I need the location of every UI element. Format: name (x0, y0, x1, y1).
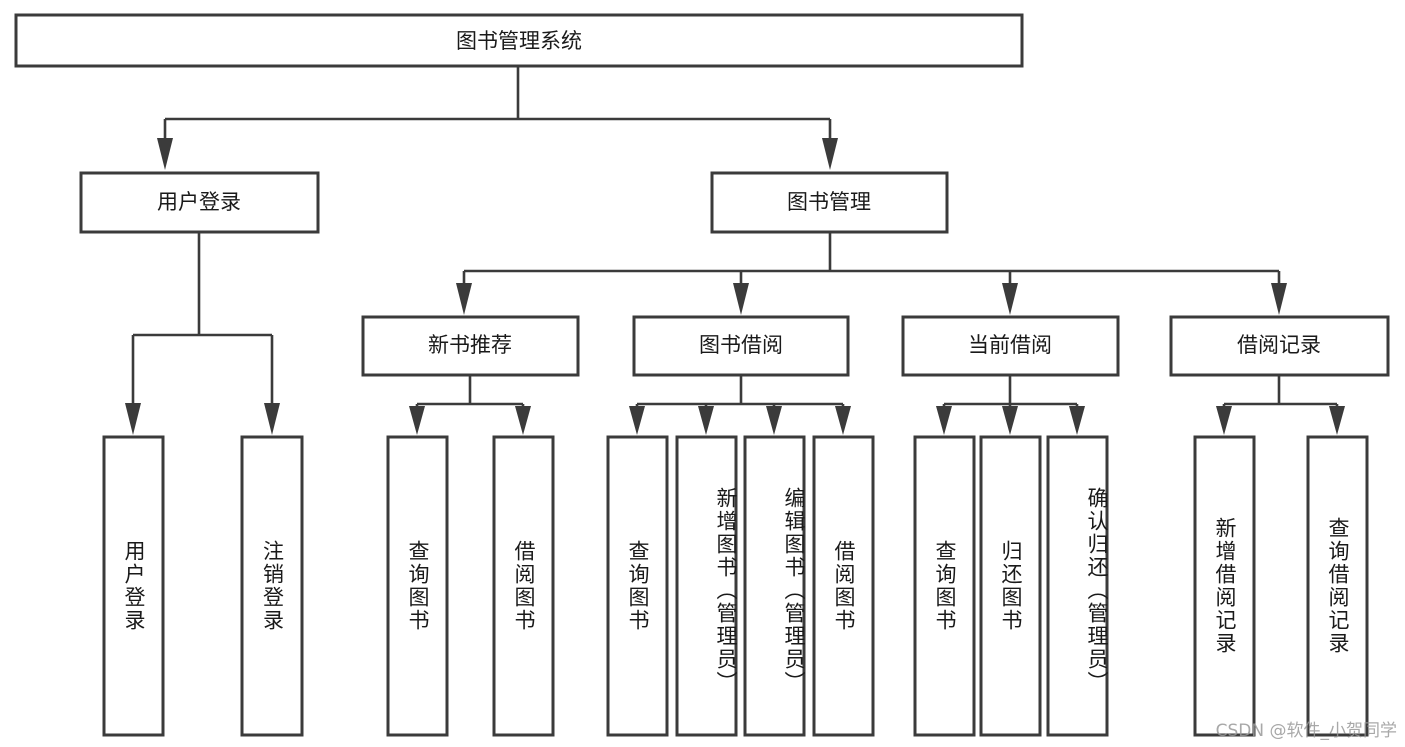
connector-current-borrow-to-leaves (936, 375, 1085, 435)
node-book-borrow[interactable]: 图书借阅 (632, 315, 850, 377)
node-current-borrow-label: 当前借阅 (968, 333, 1052, 357)
arrow-head-user-login (157, 138, 173, 170)
node-borrow-record-label: 借阅记录 (1237, 333, 1321, 357)
node-user-login-box[interactable] (79, 171, 320, 234)
arrow-head-leaf-return-book (1002, 406, 1018, 435)
arrow-head-leaf-query-book-2 (629, 406, 645, 435)
leaf-boxes (102, 435, 1369, 737)
node-new-book-recommend-box[interactable] (361, 315, 580, 377)
node-user-login[interactable]: 用户登录 (79, 171, 320, 234)
node-leaf-borrow-book-1-box[interactable] (492, 435, 555, 737)
node-leaf-query-book-1-box[interactable] (386, 435, 449, 737)
connector-user-login-to-leaves (125, 232, 280, 435)
arrow-head-leaf-query-book-1 (409, 406, 425, 435)
node-leaf-borrow-book-2-box[interactable] (812, 435, 875, 737)
arrow-head-borrow-record (1271, 283, 1287, 315)
csdn-watermark: CSDN @软件_小贺同学 (1215, 721, 1397, 741)
arrow-head-leaf-query-borrow-record (1329, 406, 1345, 435)
arrow-head-leaf-query-book-3 (936, 406, 952, 435)
node-book-management[interactable]: 图书管理 (710, 171, 949, 234)
node-root[interactable]: 图书管理系统 (14, 13, 1024, 68)
arrow-head-book-management (822, 138, 838, 170)
arrow-head-leaf-edit-book-admin (766, 406, 782, 435)
arrow-head-leaf-borrow-book-2 (835, 406, 851, 435)
node-borrow-record[interactable]: 借阅记录 (1169, 315, 1390, 377)
arrow-head-leaf-add-borrow-record (1216, 406, 1232, 435)
node-leaf-query-book-2-box[interactable] (606, 435, 669, 737)
node-book-management-label: 图书管理 (787, 190, 871, 214)
node-root-label: 图书管理系统 (456, 29, 582, 53)
node-root-box[interactable] (14, 13, 1024, 68)
arrow-head-leaf-borrow-book-1 (515, 406, 531, 435)
node-leaf-confirm-return-admin-box[interactable] (1046, 435, 1109, 737)
node-leaf-logout-login-box[interactable] (240, 435, 304, 737)
node-leaf-add-borrow-record-box[interactable] (1193, 435, 1256, 737)
arrow-head-current-borrow (1002, 283, 1018, 315)
node-leaf-add-book-admin-box[interactable] (675, 435, 738, 737)
arrow-head-new-book-recommend (456, 283, 472, 315)
node-book-management-box[interactable] (710, 171, 949, 234)
node-user-login-label: 用户登录 (157, 190, 241, 214)
node-new-book-recommend[interactable]: 新书推荐 (361, 315, 580, 377)
connector-new-book-recommend-to-leaves (409, 375, 531, 435)
node-current-borrow[interactable]: 当前借阅 (901, 315, 1120, 377)
arrow-head-leaf-add-book-admin (698, 406, 714, 435)
arrow-head-leaf-confirm-return-admin (1069, 406, 1085, 435)
node-leaf-user-login-box[interactable] (102, 435, 165, 737)
node-leaf-return-book-box[interactable] (979, 435, 1042, 737)
node-book-borrow-label: 图书借阅 (699, 333, 783, 357)
arrow-head-leaf-logout-login (264, 403, 280, 435)
connector-book-borrow-to-leaves (629, 375, 851, 435)
node-leaf-query-book-3-box[interactable] (913, 435, 976, 737)
node-new-book-recommend-label: 新书推荐 (428, 333, 512, 357)
node-leaf-edit-book-admin-box[interactable] (743, 435, 806, 737)
connector-borrow-record-to-leaves (1216, 375, 1345, 435)
node-current-borrow-box[interactable] (901, 315, 1120, 377)
arrow-head-leaf-user-login (125, 403, 141, 435)
connector-book-management-to-level3 (456, 232, 1287, 315)
node-leaf-query-borrow-record-box[interactable] (1306, 435, 1369, 737)
arrow-head-book-borrow (733, 283, 749, 315)
node-borrow-record-box[interactable] (1169, 315, 1390, 377)
connector-root-to-level2 (157, 66, 838, 170)
node-book-borrow-box[interactable] (632, 315, 850, 377)
